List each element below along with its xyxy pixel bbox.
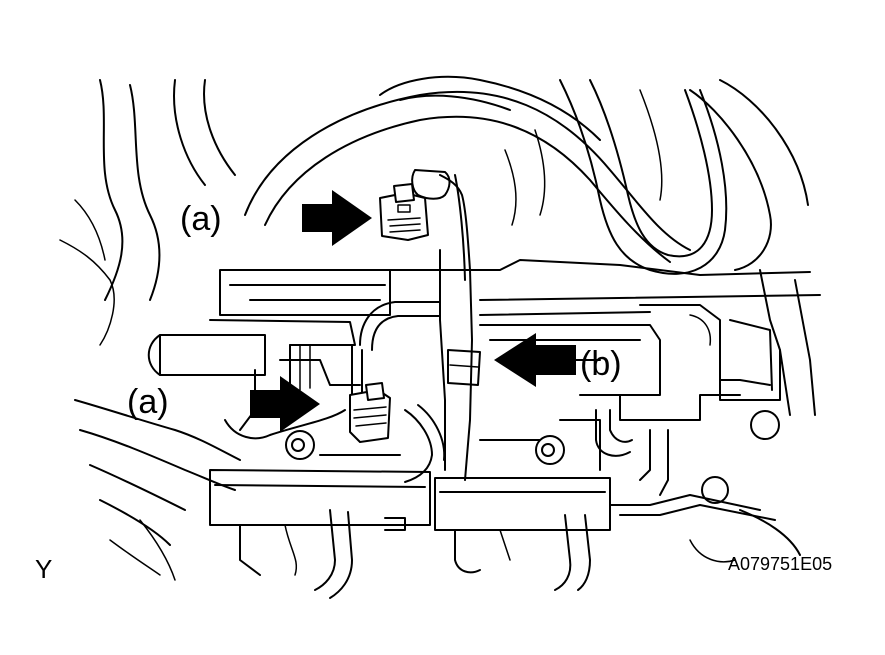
engine-body [147, 259, 821, 504]
arrow-clamp [494, 333, 576, 387]
arrow-lower-connector [250, 376, 320, 432]
figure-reference-code: A079751E05 [728, 554, 832, 574]
arrow-upper-connector [302, 190, 372, 246]
callout-label-a-upper: (a) [180, 200, 222, 238]
upper-hose-bundle [59, 75, 809, 346]
corner-mark: Y [35, 554, 52, 584]
upper-connector [379, 183, 429, 241]
callout-label-b: (b) [580, 345, 622, 383]
callout-label-a-lower: (a) [127, 383, 169, 421]
lower-blocks [209, 469, 801, 599]
pointer-arrows [250, 190, 576, 432]
lower-connector [349, 382, 391, 443]
left-harness [74, 399, 346, 581]
connector-harness [351, 169, 481, 483]
